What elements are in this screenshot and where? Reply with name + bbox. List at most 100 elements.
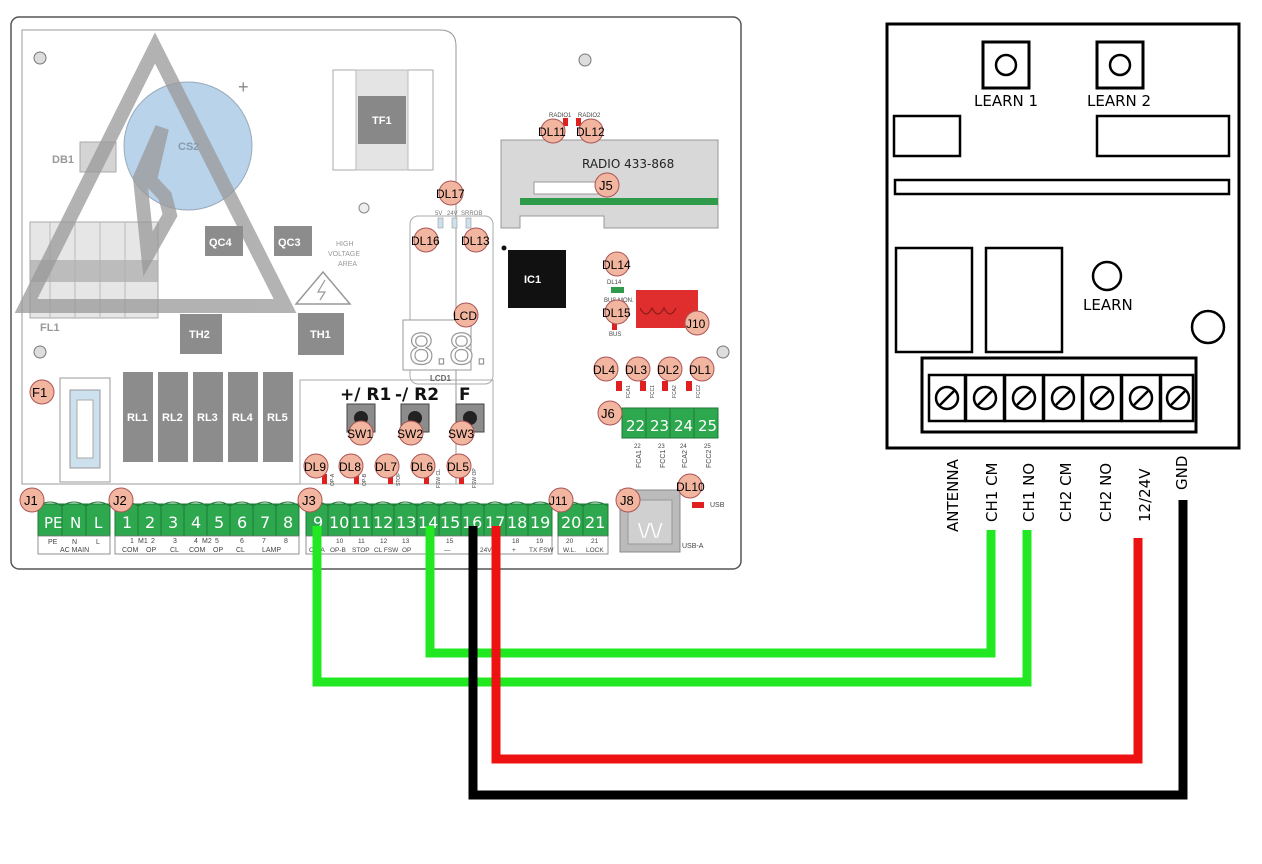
svg-text:RADIO1: RADIO1 (549, 113, 572, 119)
svg-text:OP: OP (146, 547, 156, 554)
svg-text:20: 20 (566, 538, 574, 545)
learn2-label: LEARN 2 (1087, 92, 1151, 110)
hv-line1: HIGH (336, 241, 354, 248)
db1-label: DB1 (52, 154, 74, 166)
badge-j2: J2 (108, 487, 134, 513)
svg-text:J2: J2 (113, 493, 127, 508)
svg-text:FCC1: FCC1 (650, 385, 656, 398)
badge-dl9: DL9 (303, 453, 329, 479)
svg-text:FCA2: FCA2 (672, 385, 678, 398)
relay-label: RL4 (232, 412, 254, 424)
th2-label: TH2 (189, 329, 210, 341)
badge-dl3: DL3 (625, 356, 651, 382)
svg-text:19: 19 (536, 538, 544, 545)
relay-label: RL2 (162, 412, 183, 424)
control-board: DB1 FL1 CS2 + TF1 QC4 QC3 HIGH VOLTAGE A… (10, 16, 742, 570)
ic1-label: IC1 (524, 274, 541, 286)
svg-text:18: 18 (512, 538, 520, 545)
badge-dl14: DL14 (602, 251, 631, 277)
svg-text:15: 15 (446, 538, 454, 545)
svg-text:5: 5 (215, 538, 219, 545)
svg-text:5V: 5V (435, 211, 442, 217)
svg-text:J1: J1 (24, 493, 38, 508)
svg-text:DL10: DL10 (676, 480, 705, 494)
svg-text:DL11: DL11 (538, 125, 566, 139)
reference-badges: F1 DL11 DL12 J5 DL17 DL16 DL13 DL14 DL15… (19, 118, 715, 513)
svg-text:OP: OP (213, 547, 223, 554)
learn-button[interactable] (1091, 260, 1123, 292)
qc3-label: QC3 (278, 237, 301, 249)
svg-text:PE: PE (44, 514, 63, 532)
th2-component (180, 314, 222, 354)
svg-text:FCC2: FCC2 (696, 385, 702, 398)
svg-text:W.L.: W.L. (563, 547, 576, 554)
svg-text:DL2: DL2 (657, 363, 679, 377)
badge-j6: J6 (597, 400, 623, 426)
svg-text:7: 7 (260, 513, 270, 532)
svg-text:10: 10 (336, 538, 344, 545)
learn-label: LEARN (1083, 296, 1133, 314)
svg-text:FCA1: FCA1 (636, 450, 643, 468)
lcd-display (402, 319, 472, 371)
svg-text:OP: OP (402, 547, 411, 554)
black-wire-16-to-gnd (468, 500, 1188, 800)
badge-dl16: DL16 (411, 227, 440, 253)
svg-text:20: 20 (561, 513, 581, 532)
svg-text:DL8: DL8 (339, 460, 361, 474)
learn2-button[interactable] (1095, 40, 1145, 90)
svg-text:CL: CL (170, 547, 179, 554)
svg-text:13: 13 (396, 513, 416, 532)
badge-j10: J10 (684, 310, 710, 336)
svg-text:10: 10 (329, 513, 349, 532)
badge-dl11: DL11 (538, 118, 566, 144)
svg-text:L: L (94, 514, 103, 532)
badge-sw1: SW1 (347, 420, 374, 446)
radio-receiver-module: LEARN 1 LEARN 2 LEARN (885, 22, 1241, 532)
svg-text:FSW OP: FSW OP (472, 468, 478, 488)
svg-text:—: — (444, 547, 451, 554)
badge-f1: F1 (29, 379, 55, 405)
badge-dl17: DL17 (436, 180, 465, 206)
relay-bank: RL1 RL2 RL3 RL4 RL5 (123, 372, 293, 462)
svg-text:BUS: BUS (609, 332, 621, 338)
badge-dl4: DL4 (593, 356, 619, 382)
svg-text:6: 6 (237, 513, 247, 532)
svg-text:N: N (72, 539, 77, 546)
svg-text:2: 2 (151, 538, 155, 545)
cs2-label: CS2 (178, 141, 199, 153)
svg-text:DL4: DL4 (593, 363, 615, 377)
svg-text:+: + (512, 547, 516, 554)
svg-text:COM: COM (189, 547, 206, 554)
badge-dl6: DL6 (410, 453, 436, 479)
svg-text:SW1: SW1 (347, 427, 373, 441)
svg-text:OP-B: OP-B (330, 547, 346, 554)
badge-dl1: DL1 (689, 356, 715, 382)
svg-text:4: 4 (194, 538, 198, 545)
terminal-label-ch1-cm: CH1 CM (983, 463, 1001, 522)
svg-text:DL16: DL16 (411, 234, 440, 248)
terminal-label-ch2-no: CH2 NO (1097, 463, 1115, 522)
svg-text:FCA2: FCA2 (682, 450, 689, 468)
svg-text:3: 3 (168, 513, 178, 532)
svg-text:J3: J3 (302, 493, 316, 508)
svg-text:24: 24 (674, 417, 693, 435)
svg-text:J11: J11 (549, 494, 568, 508)
badge-j1: J1 (19, 487, 45, 513)
learn1-button[interactable] (981, 40, 1031, 90)
svg-text:FCC1: FCC1 (660, 450, 667, 468)
svg-text:22: 22 (626, 417, 645, 435)
red-wire-17-to-12-24v (491, 526, 1143, 764)
svg-text:12: 12 (373, 513, 393, 532)
svg-text:15: 15 (440, 513, 460, 532)
screw-icon (33, 51, 730, 359)
qc4-component (205, 226, 243, 256)
svg-text:TX FSW: TX FSW (529, 547, 554, 554)
svg-text:CL FSW: CL FSW (374, 547, 399, 554)
badge-dl10: DL10 (676, 473, 705, 499)
svg-text:DL14: DL14 (607, 280, 622, 286)
j6-terminal-block: 22 23 24 25 22 23 24 25 FCA1 FCC1 FCA2 F… (621, 407, 719, 468)
terminal-label-ch1-no: CH1 NO (1020, 463, 1038, 522)
svg-text:CL: CL (236, 547, 245, 554)
svg-text:21: 21 (591, 538, 599, 545)
svg-text:OP-B: OP-B (362, 473, 368, 486)
